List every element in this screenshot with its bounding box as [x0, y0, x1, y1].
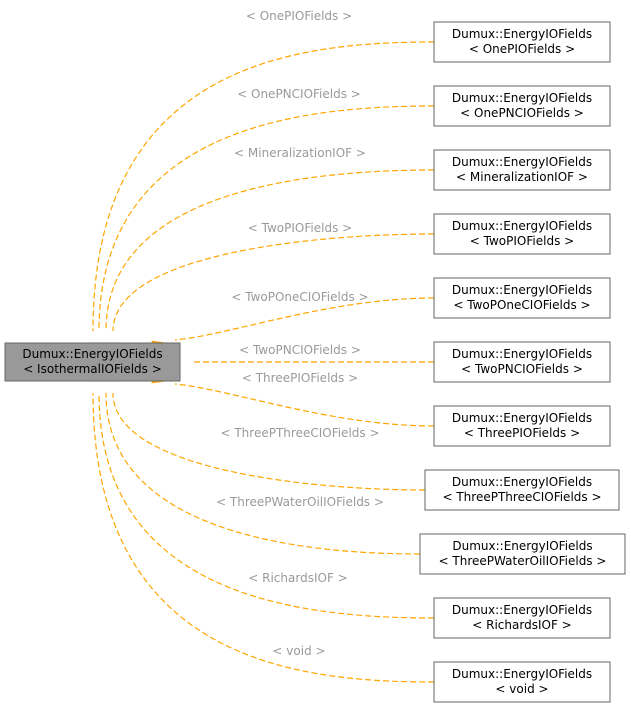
edges-layer: < OnePIOFields > < OnePNCIOFields > < Mine… — [87, 9, 435, 683]
derived-node-box[interactable] — [433, 213, 611, 255]
derived-node-line2: < MineralizationIOF > — [456, 170, 588, 184]
nodes-layer: Dumux::EnergyIOFields < IsothermalIOFiel… — [4, 21, 626, 703]
edge-label: < TwoPNCIOFields > — [239, 343, 361, 357]
derived-node[interactable]: Dumux::EnergyIOFields< RichardsIOF > — [433, 597, 611, 639]
derived-node-line1: Dumux::EnergyIOFields — [452, 219, 592, 233]
derived-node[interactable]: Dumux::EnergyIOFields< ThreePWaterOilIOF… — [419, 533, 626, 575]
derived-node[interactable]: Dumux::EnergyIOFields< TwoPIOFields > — [433, 213, 611, 255]
inheritance-edge — [105, 392, 421, 555]
derived-node-line1: Dumux::EnergyIOFields — [452, 155, 592, 169]
edge-label: < OnePNCIOFields > — [237, 87, 361, 101]
derived-node-box[interactable] — [433, 21, 611, 63]
derived-node-line2: < OnePIOFields > — [469, 42, 575, 56]
derived-node-line1: Dumux::EnergyIOFields — [452, 475, 592, 489]
edge-label: < MineralizationIOF > — [234, 146, 366, 160]
derived-node-line2: < TwoPOneCIOFields > — [453, 298, 590, 312]
inheritance-edge — [174, 383, 435, 427]
inheritance-edge — [174, 297, 435, 341]
derived-node-line2: < ThreePWaterOilIOFields > — [439, 554, 607, 568]
derived-node-box[interactable] — [433, 597, 611, 639]
derived-node-line2: < ThreePIOFields > — [464, 426, 580, 440]
derived-node-line1: Dumux::EnergyIOFields — [452, 27, 592, 41]
edge-label: < ThreePThreeCIOFields > — [220, 426, 379, 440]
derived-node[interactable]: Dumux::EnergyIOFields< TwoPNCIOFields > — [433, 341, 611, 383]
edge-label: < TwoPIOFields > — [248, 221, 352, 235]
base-node-line2: < IsothermalIOFields > — [23, 362, 162, 376]
inheritance-edge — [92, 41, 435, 332]
inheritance-edge — [112, 233, 435, 332]
derived-node-line1: Dumux::EnergyIOFields — [452, 539, 592, 553]
derived-node-line2: < OnePNCIOFields > — [460, 106, 584, 120]
derived-node-line2: < void > — [495, 682, 548, 696]
derived-node-box[interactable] — [433, 341, 611, 383]
derived-node-line2: < TwoPNCIOFields > — [461, 362, 583, 376]
derived-node-line1: Dumux::EnergyIOFields — [452, 411, 592, 425]
derived-node-line1: Dumux::EnergyIOFields — [452, 91, 592, 105]
derived-node-line1: Dumux::EnergyIOFields — [452, 283, 592, 297]
base-node-energy-io-fields-isothermal[interactable]: Dumux::EnergyIOFields < IsothermalIOFiel… — [4, 342, 181, 382]
derived-node-line1: Dumux::EnergyIOFields — [452, 347, 592, 361]
derived-node-line2: < ThreePThreeCIOFields > — [442, 490, 601, 504]
base-node-line1: Dumux::EnergyIOFields — [22, 347, 162, 361]
edge-label: < void > — [272, 644, 325, 658]
edge-label: < ThreePWaterOilIOFields > — [216, 495, 384, 509]
edge-label: < TwoPOneCIOFields > — [231, 290, 368, 304]
derived-node[interactable]: Dumux::EnergyIOFields< void > — [433, 661, 611, 703]
derived-node-box[interactable] — [424, 469, 620, 511]
edge-label: < RichardsIOF > — [248, 571, 347, 585]
derived-node-line2: < RichardsIOF > — [472, 618, 571, 632]
derived-node[interactable]: Dumux::EnergyIOFields< OnePNCIOFields > — [433, 85, 611, 127]
derived-node-line1: Dumux::EnergyIOFields — [452, 667, 592, 681]
derived-node-box[interactable] — [433, 661, 611, 703]
derived-node-box[interactable] — [433, 277, 611, 319]
inheritance-edge — [92, 392, 435, 683]
edge-label: < ThreePIOFields > — [242, 371, 358, 385]
derived-node[interactable]: Dumux::EnergyIOFields< TwoPOneCIOFields … — [433, 277, 611, 319]
inheritance-edge — [98, 105, 435, 332]
derived-node-line1: Dumux::EnergyIOFields — [452, 603, 592, 617]
derived-node[interactable]: Dumux::EnergyIOFields< OnePIOFields > — [433, 21, 611, 63]
inheritance-edge — [105, 169, 435, 332]
derived-node-box[interactable] — [433, 149, 611, 191]
inheritance-edge — [98, 392, 435, 619]
derived-node[interactable]: Dumux::EnergyIOFields< ThreePThreeCIOFie… — [424, 469, 620, 511]
base-node-box[interactable] — [4, 342, 181, 382]
derived-node-box[interactable] — [433, 85, 611, 127]
derived-node-box[interactable] — [433, 405, 611, 447]
derived-node[interactable]: Dumux::EnergyIOFields< ThreePIOFields > — [433, 405, 611, 447]
derived-node-line2: < TwoPIOFields > — [470, 234, 574, 248]
derived-node[interactable]: Dumux::EnergyIOFields< MineralizationIOF… — [433, 149, 611, 191]
edge-label: < OnePIOFields > — [246, 9, 352, 23]
derived-node-box[interactable] — [419, 533, 626, 575]
inheritance-edge — [112, 392, 426, 491]
